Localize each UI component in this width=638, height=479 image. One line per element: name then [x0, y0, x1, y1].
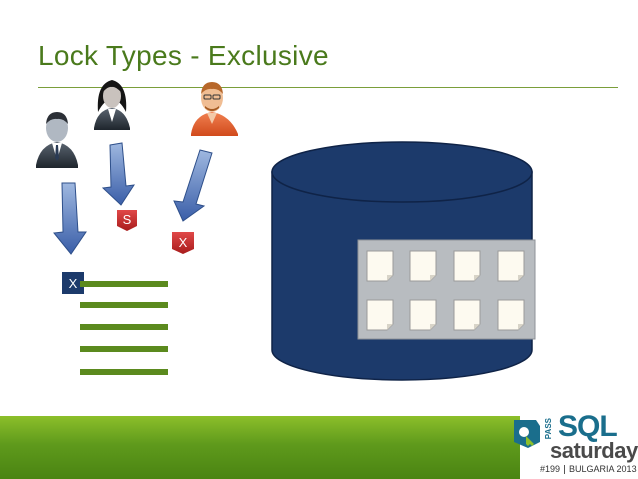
table-lock-badge: X — [62, 272, 84, 294]
table-row — [80, 281, 168, 287]
table-row — [80, 324, 168, 330]
shared-lock-label: S — [123, 212, 132, 227]
page-icon — [497, 299, 525, 331]
shared-lock-badge: S — [117, 210, 137, 231]
logo-edition: #199 BULGARIA 2013 — [540, 464, 637, 475]
page-icon — [453, 299, 481, 331]
title-divider — [38, 87, 618, 88]
table-row — [80, 346, 168, 352]
table-row — [80, 302, 168, 308]
logo-location: BULGARIA 2013 — [569, 464, 637, 474]
table-rows — [80, 281, 168, 375]
page-icon — [453, 250, 481, 282]
table-row — [80, 369, 168, 375]
key-icon — [514, 420, 540, 448]
page-icon — [409, 299, 437, 331]
exclusive-lock-badge: X — [172, 232, 194, 254]
page-icon — [366, 250, 394, 282]
arrow-middle — [101, 142, 136, 206]
logo-number: #199 — [540, 464, 561, 474]
page-icon — [497, 250, 525, 282]
businessman-icon — [36, 112, 78, 168]
slide-title: Lock Types - Exclusive — [38, 40, 329, 71]
page-icon — [366, 299, 394, 331]
logo-separator — [564, 465, 566, 475]
man-orange-icon — [191, 82, 238, 136]
page-grid — [357, 239, 536, 340]
sql-saturday-logo: PASS SQL saturday #199 BULGARIA 2013 — [510, 408, 638, 475]
logo-pass: PASS — [544, 418, 553, 440]
arrow-right — [173, 149, 213, 222]
exclusive-lock-label: X — [179, 235, 188, 250]
arrow-left — [53, 182, 87, 255]
logo-sql: SQL — [558, 410, 618, 443]
page-icon — [409, 250, 437, 282]
table-lock-label: X — [69, 276, 78, 291]
businesswoman-icon — [94, 80, 130, 130]
logo-saturday: saturday — [550, 438, 638, 463]
